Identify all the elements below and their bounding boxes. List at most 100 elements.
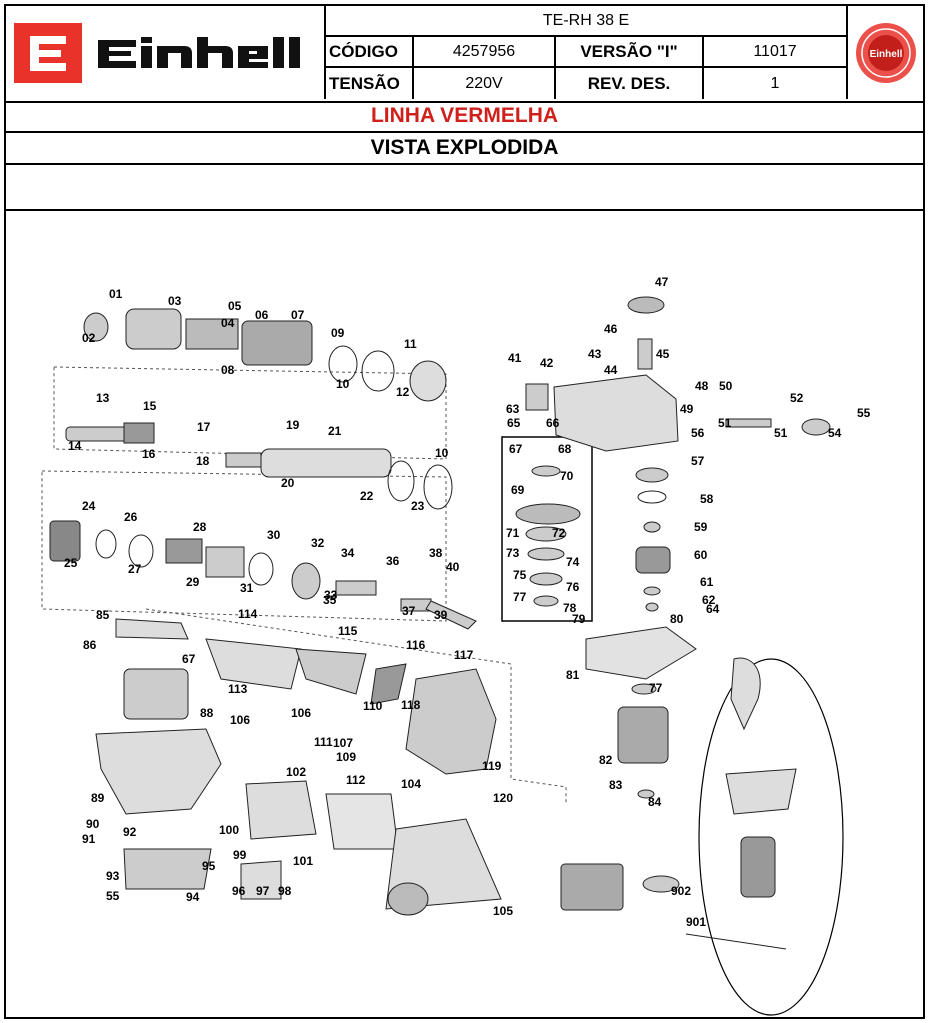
exploded-view-drawing: 0102030405060708091011121314151617181920…: [41, 275, 871, 1016]
view-title: VISTA EXPLODIDA: [6, 133, 923, 165]
rev-value: 1: [770, 74, 780, 92]
part-callout: 98: [278, 884, 292, 898]
part-callout: 109: [336, 750, 356, 764]
part-callout: 41: [508, 351, 522, 365]
logo-cell: [6, 6, 326, 99]
part-callout: 58: [700, 492, 714, 506]
part-callout: 63: [506, 402, 520, 416]
seal-cell: Einhell: [846, 6, 923, 99]
model-name: TE-RH 38 E: [326, 6, 846, 37]
part-callout: 29: [186, 575, 200, 589]
part-callout: 116: [406, 638, 426, 652]
part-callout: 56: [691, 426, 705, 440]
part-callout: 901: [686, 915, 706, 929]
part-callout: 62: [702, 593, 716, 607]
part-callout: 106: [230, 713, 250, 727]
part-callout: 82: [599, 753, 613, 767]
part-callout: 51: [718, 416, 732, 430]
part-callout: 112: [346, 773, 366, 787]
part-callout: 15: [143, 399, 157, 413]
part-callout: 26: [124, 510, 138, 524]
part-callout: 27: [128, 562, 142, 576]
part-callout: 93: [106, 869, 120, 883]
part-callout: 104: [401, 777, 421, 791]
part-callout: 120: [493, 791, 513, 805]
part-callout: 39: [434, 608, 448, 622]
part-callout: 38: [429, 546, 443, 560]
part-callout: 09: [331, 326, 345, 340]
part-callout: 94: [186, 890, 200, 904]
tensao-label: TENSÃO: [326, 68, 414, 99]
part-callout: 20: [281, 476, 295, 490]
part-callout: 83: [609, 778, 623, 792]
part-callout: 30: [267, 528, 281, 542]
header-block: TE-RH 38 E Einhell CÓDIGO 4257956 VERSÃO…: [6, 6, 923, 103]
part-callout: 64: [706, 602, 720, 616]
part-callout: 86: [83, 638, 97, 652]
part-callout: 55: [106, 889, 120, 903]
part-callout: 06: [255, 308, 269, 322]
part-callout: 46: [604, 322, 618, 336]
part-callout: 97: [256, 884, 270, 898]
parts-sheet: TE-RH 38 E Einhell CÓDIGO 4257956 VERSÃO…: [4, 4, 925, 1019]
part-callout: 80: [670, 612, 684, 626]
part-callout: 117: [454, 648, 474, 662]
part-callout: 52: [790, 391, 804, 405]
part-callout: 33: [324, 588, 338, 602]
part-callout: 85: [96, 608, 110, 622]
part-callout: 118: [401, 698, 421, 712]
part-callout: 16: [142, 447, 156, 461]
part-callout: 37: [402, 604, 416, 618]
part-callout: 73: [506, 546, 520, 560]
part-callout: 57: [691, 454, 705, 468]
part-callout: 23: [411, 499, 425, 513]
part-callout: 106: [291, 706, 311, 720]
part-callout: 24: [82, 499, 96, 513]
part-callout: 74: [566, 555, 580, 569]
part-callout: 17: [197, 420, 211, 434]
part-callout: 75: [513, 568, 527, 582]
part-callout: 49: [680, 402, 694, 416]
part-callout: 91: [82, 832, 96, 846]
line-title: LINHA VERMELHA: [6, 101, 923, 133]
part-callout: 32: [311, 536, 325, 550]
part-callout: 81: [566, 668, 580, 682]
part-callout: 101: [293, 854, 313, 868]
part-callout: 10: [336, 377, 350, 391]
authorized-seal: Einhell: [855, 22, 916, 83]
part-callout: 78: [563, 601, 577, 615]
part-callout: 55: [857, 406, 871, 420]
part-callout: 114: [238, 607, 258, 621]
part-callout: 08: [221, 363, 235, 377]
part-callout: 99: [233, 848, 247, 862]
part-callout: 60: [694, 548, 708, 562]
part-callout: 68: [558, 442, 572, 456]
part-callout: 07: [291, 308, 305, 322]
part-callout: 90: [86, 817, 100, 831]
versao-value: 11017: [704, 37, 846, 68]
part-callout: 100: [219, 823, 239, 837]
part-callout: 40: [446, 560, 460, 574]
part-callout: 51: [774, 426, 788, 440]
part-callout: 22: [360, 489, 374, 503]
part-callout: 11: [404, 337, 417, 351]
part-callout: 42: [540, 356, 554, 370]
part-callout: 31: [240, 581, 254, 595]
part-callout: 43: [588, 347, 602, 361]
blank-row: [6, 165, 923, 211]
part-callout: 95: [202, 859, 216, 873]
part-callout: 03: [168, 294, 182, 308]
part-callout: 25: [64, 556, 78, 570]
part-callout: 89: [91, 791, 105, 805]
part-callout: 21: [328, 424, 342, 438]
part-callout: 76: [566, 580, 580, 594]
part-callout: 02: [82, 331, 96, 345]
part-callout: 10: [435, 446, 449, 460]
part-callout: 111: [314, 735, 333, 749]
part-callout: 36: [386, 554, 400, 568]
part-callout: 67: [182, 652, 196, 666]
part-callout: 12: [396, 385, 410, 399]
part-callout: 66: [546, 416, 560, 430]
part-callout: 47: [655, 275, 669, 289]
